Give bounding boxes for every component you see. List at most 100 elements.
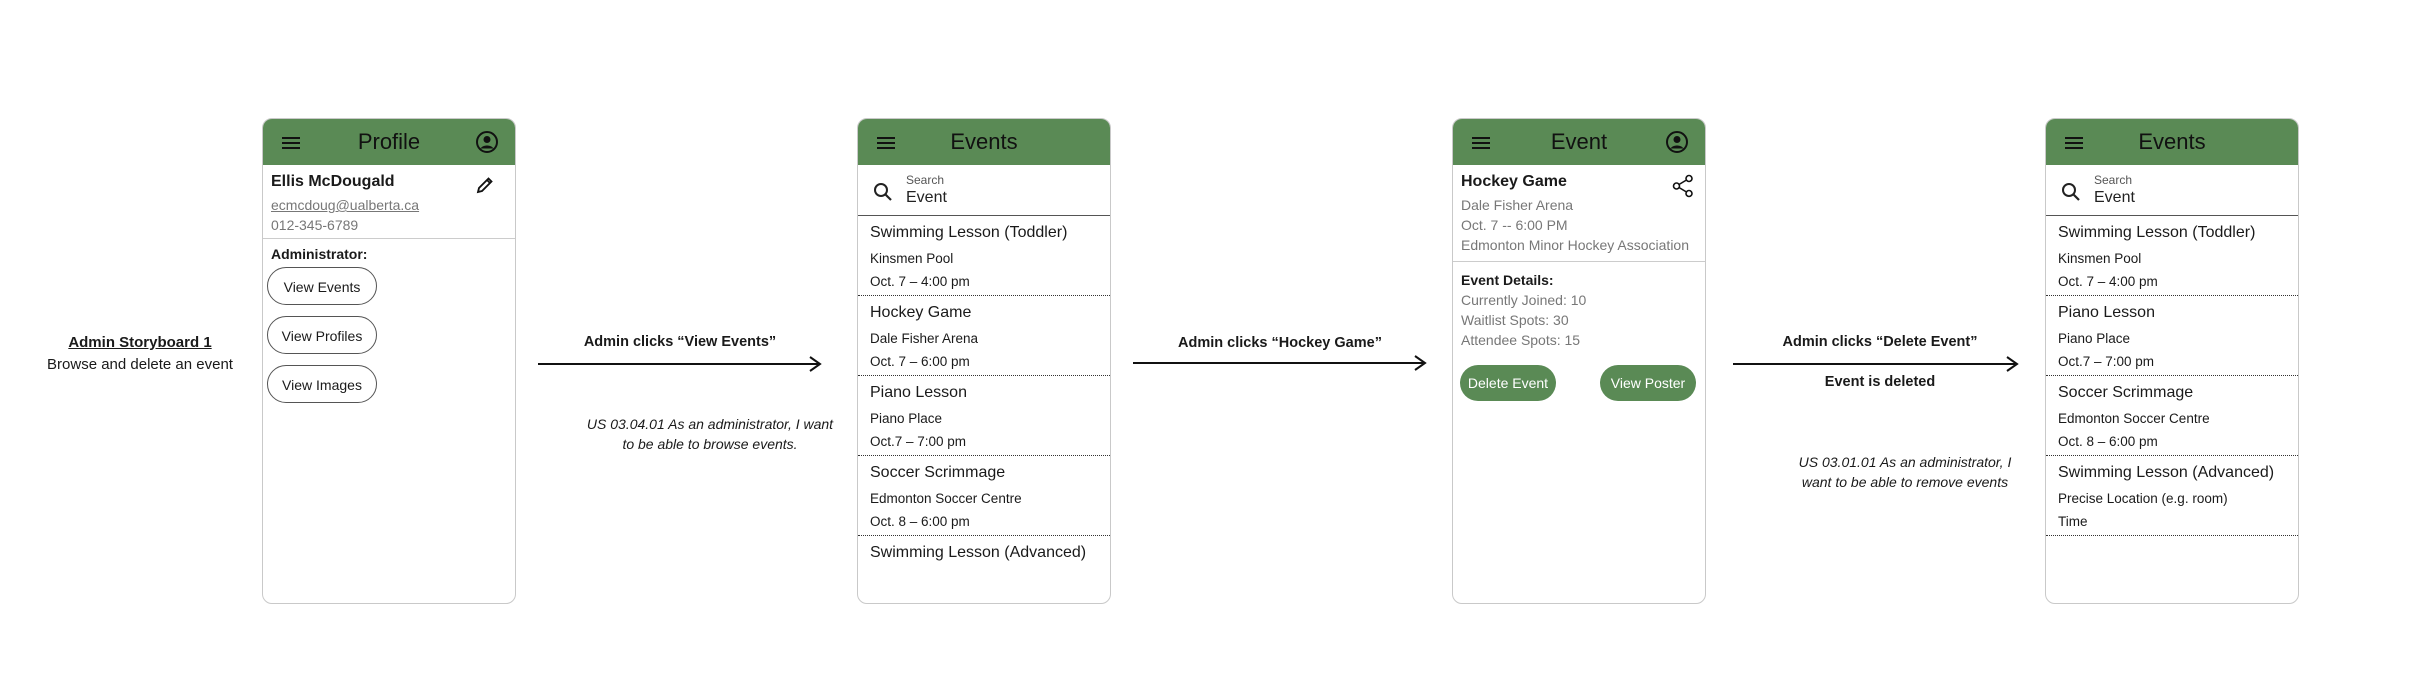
account-icon[interactable] xyxy=(475,130,499,154)
event-name: Swimming Lesson (Toddler) xyxy=(870,224,1068,241)
event-date: Oct.7 – 7:00 pm xyxy=(870,434,967,449)
attendee-spots: Attendee Spots: 15 xyxy=(1461,332,1581,348)
arrow-right-icon xyxy=(1733,356,2019,372)
list-item[interactable]: Hockey Game Dale Fisher Arena Oct. 7 – 6… xyxy=(858,296,1110,376)
profile-phone: 012-345-6789 xyxy=(271,217,359,233)
event-name: Soccer Scrimmage xyxy=(2058,384,2194,401)
view-poster-button[interactable]: View Poster xyxy=(1600,365,1696,401)
arrow-right-icon xyxy=(538,356,822,372)
transition-delete-event: Admin clicks “Delete Event” xyxy=(1735,334,2025,350)
transition-action-text: Admin clicks “View Events” xyxy=(583,334,777,350)
storyboard-intro: Admin Storyboard 1 Browse and delete an … xyxy=(30,334,250,373)
event-location: Dale Fisher Arena xyxy=(870,331,979,346)
storyboard-subtitle: Browse and delete an event xyxy=(47,356,233,373)
search-icon xyxy=(2062,183,2080,201)
search-field[interactable]: Search Event xyxy=(858,165,1110,216)
event-organizer: Edmonton Minor Hockey Association xyxy=(1461,237,1689,253)
event-datetime: Oct. 7 -- 6:00 PM xyxy=(1461,217,1568,233)
event-location: Edmonton Soccer Centre xyxy=(2058,411,2210,426)
list-item[interactable]: Soccer Scrimmage Edmonton Soccer Centre … xyxy=(858,456,1110,536)
story-line-2: want to be able to remove events xyxy=(1801,474,2009,490)
arrow-right-icon xyxy=(1133,355,1427,371)
story-line-1: US 03.01.01 As an administrator, I xyxy=(1798,454,2012,470)
app-bar: Event xyxy=(1453,119,1705,165)
event-date: Oct. 7 – 4:00 pm xyxy=(2058,274,2158,289)
event-date: Oct. 7 – 4:00 pm xyxy=(870,274,970,289)
event-name: Swimming Lesson (Advanced) xyxy=(2058,464,2275,481)
search-icon xyxy=(874,183,892,201)
view-images-button[interactable]: View Images xyxy=(267,365,377,403)
event-detail-screen: Event Hockey Game Dale Fisher Arena Oct.… xyxy=(1452,118,1706,604)
account-icon[interactable] xyxy=(1665,130,1689,154)
profile-email[interactable]: ecmcdoug@ualberta.ca xyxy=(271,197,420,213)
event-name: Piano Lesson xyxy=(870,384,967,401)
app-bar: Events xyxy=(2046,119,2298,165)
event-name: Swimming Lesson (Advanced) xyxy=(870,544,1087,561)
search-input[interactable]: Event xyxy=(2094,189,2135,206)
list-item[interactable]: Soccer Scrimmage Edmonton Soccer Centre … xyxy=(2046,376,2298,456)
menu-icon[interactable] xyxy=(281,133,301,153)
story-line-1: US 03.04.01 As an administrator, I want xyxy=(586,416,834,432)
transition-view-events: Admin clicks “View Events” xyxy=(540,334,820,350)
event-header: Hockey Game Dale Fisher Arena Oct. 7 -- … xyxy=(1453,165,1705,262)
list-item[interactable]: Piano Lesson Piano Place Oct.7 – 7:00 pm xyxy=(2046,296,2298,376)
list-item[interactable]: Swimming Lesson (Advanced) Precise Locat… xyxy=(2046,456,2298,536)
search-field[interactable]: Search Event xyxy=(2046,165,2298,216)
event-location: Kinsmen Pool xyxy=(2058,251,2142,266)
transition-hockey-game: Admin clicks “Hockey Game” xyxy=(1135,335,1425,351)
waitlist-spots: Waitlist Spots: 30 xyxy=(1461,312,1569,328)
transition-action-text: Admin clicks “Delete Event” xyxy=(1782,334,1978,350)
screen-title: Profile xyxy=(357,129,421,154)
list-item[interactable]: Piano Lesson Piano Place Oct.7 – 7:00 pm xyxy=(858,376,1110,456)
event-name: Soccer Scrimmage xyxy=(870,464,1006,481)
search-label: Search xyxy=(906,173,945,187)
screen-title: Events xyxy=(2138,129,2206,154)
transition-action-text: Admin clicks “Hockey Game” xyxy=(1178,335,1382,351)
list-item[interactable]: Swimming Lesson (Toddler) Kinsmen Pool O… xyxy=(858,216,1110,296)
event-name: Hockey Game xyxy=(1461,173,1567,190)
events-after-delete-screen: Events Search Event Swimming Lesson (Tod… xyxy=(2045,118,2299,604)
event-location: Kinsmen Pool xyxy=(870,251,954,266)
event-name: Piano Lesson xyxy=(2058,304,2155,321)
profile-name: Ellis McDougald xyxy=(271,173,395,190)
events-screen: Events Search Event Swimming Lesson (Tod… xyxy=(857,118,1111,604)
profile-header: Ellis McDougald ecmcdoug@ualberta.ca 012… xyxy=(263,165,515,239)
event-location: Edmonton Soccer Centre xyxy=(870,491,1022,506)
view-events-button[interactable]: View Events xyxy=(267,267,377,305)
storyboard-title: Admin Storyboard 1 xyxy=(68,334,212,351)
edit-pencil-icon[interactable] xyxy=(475,175,495,195)
delete-event-button[interactable]: Delete Event xyxy=(1460,365,1556,401)
event-name: Hockey Game xyxy=(870,304,972,321)
currently-joined: Currently Joined: 10 xyxy=(1461,292,1587,308)
user-story-browse: US 03.04.01 As an administrator, I want … xyxy=(560,414,860,454)
transition-result: Event is deleted xyxy=(1735,374,2025,390)
role-label: Administrator: xyxy=(271,246,368,262)
event-location: Precise Location (e.g. room) xyxy=(2058,491,2228,506)
menu-icon[interactable] xyxy=(2064,133,2084,153)
details-heading: Event Details: xyxy=(1461,272,1554,288)
menu-icon[interactable] xyxy=(876,133,896,153)
app-bar: Events xyxy=(858,119,1110,165)
menu-icon[interactable] xyxy=(1471,133,1491,153)
list-item[interactable]: Swimming Lesson (Advanced) xyxy=(858,536,1110,603)
search-input[interactable]: Event xyxy=(906,189,947,206)
story-line-2: to be able to browse events. xyxy=(622,436,798,452)
user-story-remove: US 03.01.01 As an administrator, I want … xyxy=(1755,452,2055,492)
event-date: Oct. 8 – 6:00 pm xyxy=(870,514,970,529)
event-location: Piano Place xyxy=(2058,331,2131,346)
screen-title: Events xyxy=(950,129,1018,154)
event-date: Oct.7 – 7:00 pm xyxy=(2058,354,2155,369)
screen-title: Event xyxy=(1550,129,1608,154)
event-date: Time xyxy=(2058,514,2088,529)
profile-screen: Profile Ellis McDougald ecmcdoug@ualbert… xyxy=(262,118,516,604)
event-date: Oct. 8 – 6:00 pm xyxy=(2058,434,2158,449)
share-icon[interactable] xyxy=(1672,174,1694,198)
event-date: Oct. 7 – 6:00 pm xyxy=(870,354,970,369)
event-location: Piano Place xyxy=(870,411,943,426)
view-profiles-button[interactable]: View Profiles xyxy=(267,316,377,354)
search-label: Search xyxy=(2094,173,2133,187)
event-name: Swimming Lesson (Toddler) xyxy=(2058,224,2256,241)
list-item[interactable]: Swimming Lesson (Toddler) Kinsmen Pool O… xyxy=(2046,216,2298,296)
result-text: Event is deleted xyxy=(1824,374,1936,390)
app-bar: Profile xyxy=(263,119,515,165)
